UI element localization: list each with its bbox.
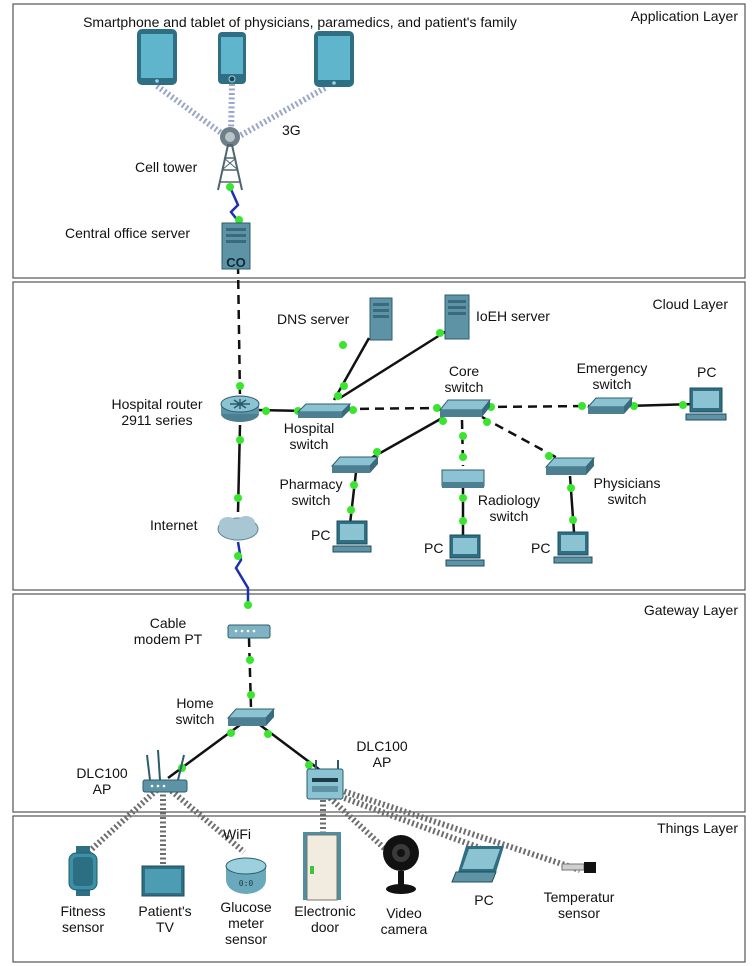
hospital-router-icon xyxy=(220,395,260,422)
hospital-switch-label-line1: Hospital xyxy=(284,420,335,436)
home-switch-label-line2: switch xyxy=(176,711,215,727)
pc-physicians-label: PC xyxy=(531,540,550,556)
dlc100-ap-left-label-line1: DLC100 xyxy=(76,765,128,781)
temperature-sensor-label-line1: Temperatur xyxy=(544,889,615,905)
pharmacy-switch-icon xyxy=(330,456,380,473)
dlc100-ap-right-label-line2: AP xyxy=(373,754,392,770)
glucose-meter-sensor-label-line1: Glucose xyxy=(220,899,272,915)
home-switch-label-line1: Home xyxy=(176,695,214,711)
glucose-meter-sensor-label-line2: meter xyxy=(228,915,264,931)
physicians-switch-icon xyxy=(544,457,596,475)
hospital-router-label-line2: 2911 series xyxy=(121,412,192,428)
patients-tv-label-line2: TV xyxy=(156,919,175,935)
core-switch-label-line1: Core xyxy=(449,363,480,379)
smartphone-tablet-label: Smartphone and tablet of physicians, par… xyxy=(83,14,517,30)
dns-server-icon xyxy=(369,297,393,341)
electronic-door-icon xyxy=(303,832,341,901)
dlc100-ap-right-label-line1: DLC100 xyxy=(356,738,408,754)
gateway-layer-box xyxy=(12,593,746,813)
glucose-meter-sensor-icon: 0:0 xyxy=(225,857,267,894)
pc-physicians-icon xyxy=(553,531,593,564)
smartphone-icon xyxy=(218,32,246,84)
physicians-switch-label-line2: switch xyxy=(608,491,647,507)
emergency-switch-label-line1: Emergency xyxy=(577,360,648,376)
svg-text:0:0: 0:0 xyxy=(239,879,254,888)
dlc100-ap-left-icon xyxy=(142,749,188,793)
temperature-sensor-label-line2: sensor xyxy=(558,905,600,921)
fitness-sensor-label-line1: Fitness xyxy=(60,903,105,919)
cable-modem-label-line1: Cable xyxy=(150,615,187,631)
device-labels: Smartphone and tablet of physicians, par… xyxy=(60,14,716,947)
radiology-switch-label-line2: switch xyxy=(490,508,529,524)
video-camera-icon xyxy=(383,835,419,894)
core-switch-label-line2: switch xyxy=(445,379,484,395)
pc-radiology-icon xyxy=(445,534,485,567)
hospital-switch-icon xyxy=(296,403,352,418)
internet-label: Internet xyxy=(150,517,198,533)
hospital-switch-label-line2: switch xyxy=(290,436,329,452)
pc-radiology-label: PC xyxy=(424,540,443,556)
temperature-sensor-icon xyxy=(561,862,596,873)
pc-things-icon xyxy=(451,846,504,883)
cable-modem-icon xyxy=(227,624,271,639)
co-label: CO xyxy=(226,255,246,270)
gateway-layer-title: Gateway Layer xyxy=(644,602,738,618)
glucose-meter-sensor-label-line3: sensor xyxy=(225,931,267,947)
cell-tower-label: Cell tower xyxy=(135,159,198,175)
3g-label: 3G xyxy=(282,122,301,138)
pc-emergency-icon xyxy=(685,387,727,421)
fitness-sensor-icon xyxy=(68,846,98,896)
pc-emergency-label: PC xyxy=(697,364,716,380)
physicians-switch-label-line1: Physicians xyxy=(594,475,661,491)
dns-server-label: DNS server xyxy=(277,311,350,327)
radiology-switch-icon xyxy=(441,469,485,488)
tablet-left-icon xyxy=(137,29,177,85)
pc-pharmacy-label: PC xyxy=(311,527,330,543)
cable-modem-label-line2: modem PT xyxy=(134,631,203,647)
patients-tv-icon xyxy=(141,865,185,897)
wifi-label: WiFi xyxy=(223,826,251,842)
fitness-sensor-label-line2: sensor xyxy=(62,919,104,935)
electronic-door-label-line1: Electronic xyxy=(294,903,355,919)
internet-cloud-icon xyxy=(217,516,259,541)
video-camera-label-line2: camera xyxy=(381,921,428,937)
emergency-switch-icon xyxy=(586,397,634,414)
hospital-router-label-line1: Hospital router xyxy=(111,396,202,412)
patients-tv-label-line1: Patient's xyxy=(138,903,191,919)
home-switch-icon xyxy=(226,708,276,726)
emergency-switch-label-line2: switch xyxy=(593,376,632,392)
pc-pharmacy-icon xyxy=(332,520,372,553)
dlc100-ap-right-icon xyxy=(306,760,344,800)
cell-tower-icon xyxy=(217,127,243,191)
ioeh-server-icon xyxy=(444,294,470,340)
application-layer-title: Application Layer xyxy=(631,8,739,24)
dlc100-ap-left-label-line2: AP xyxy=(93,781,112,797)
wireless-links xyxy=(79,83,581,873)
ioeh-server-label: IoEH server xyxy=(476,308,550,324)
pharmacy-switch-label-line2: switch xyxy=(292,492,331,508)
pc-things-label: PC xyxy=(474,892,493,908)
radiology-switch-label-line1: Radiology xyxy=(478,492,540,508)
application-layer-box xyxy=(12,3,746,279)
things-layer-title: Things Layer xyxy=(657,820,738,836)
tablet-right-icon xyxy=(314,31,354,87)
things-layer-box xyxy=(12,815,746,963)
core-switch-icon xyxy=(438,399,492,417)
electronic-door-label-line2: door xyxy=(311,919,339,935)
video-camera-label-line1: Video xyxy=(386,905,422,921)
pharmacy-switch-label-line1: Pharmacy xyxy=(279,476,342,492)
cloud-layer-title: Cloud Layer xyxy=(653,296,729,312)
central-office-server-icon: CO xyxy=(221,222,251,270)
central-office-server-label: Central office server xyxy=(65,225,190,241)
